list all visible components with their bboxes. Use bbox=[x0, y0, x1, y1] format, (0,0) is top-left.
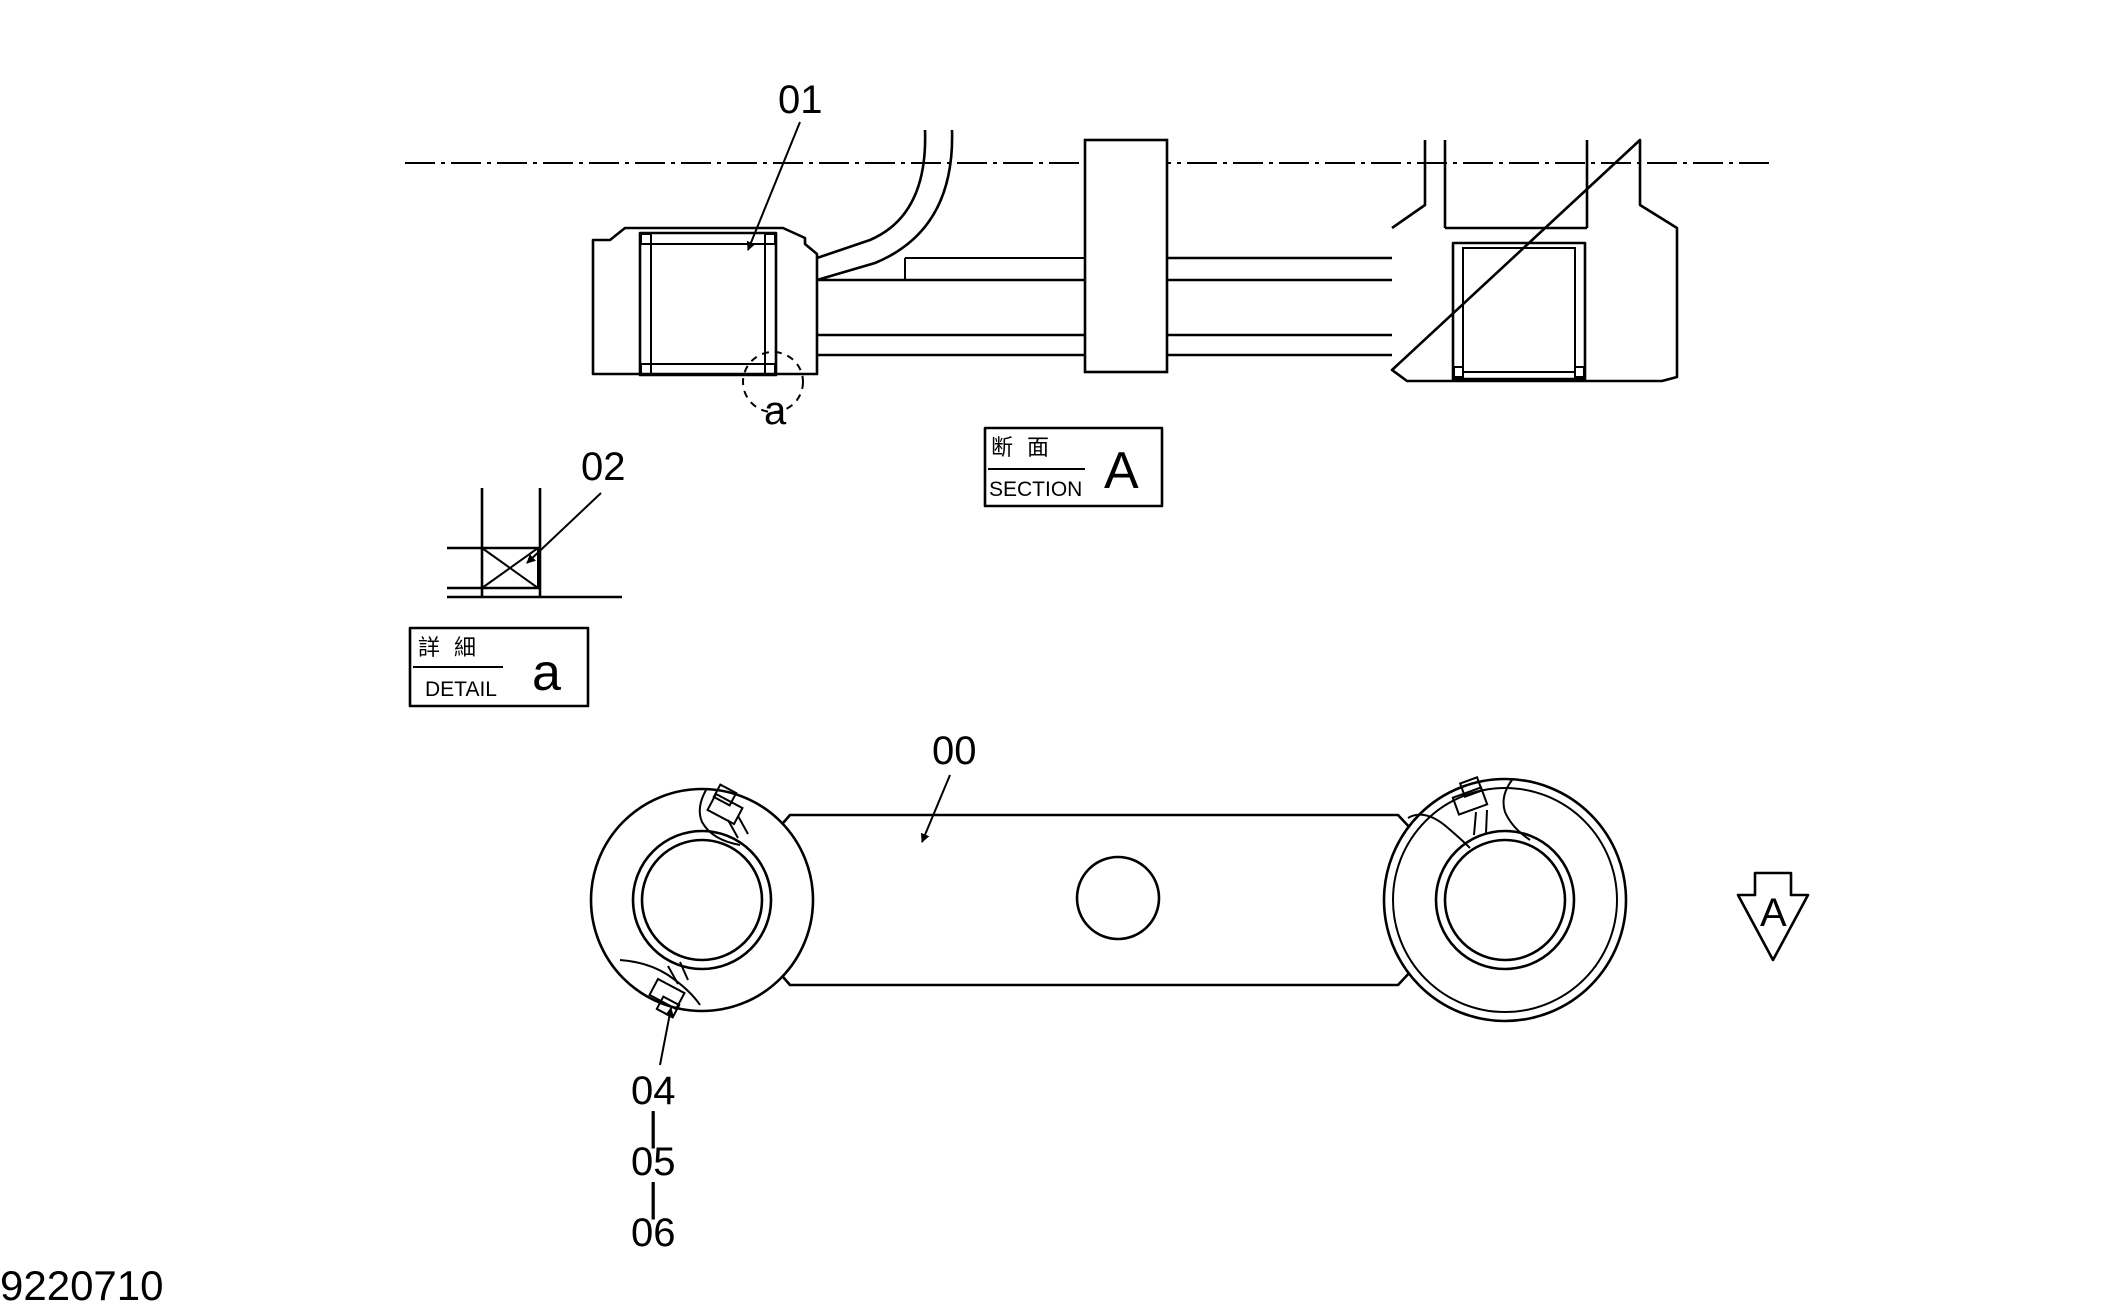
seal-ring-br bbox=[764, 363, 776, 375]
seal-ring-bl bbox=[640, 363, 652, 375]
callout-05: 05 bbox=[631, 1140, 676, 1184]
bushing-right-inner bbox=[1462, 247, 1576, 373]
callout-00: 00 bbox=[932, 729, 977, 773]
section-a-label-en: SECTION bbox=[989, 478, 1082, 501]
seal-ring-tr bbox=[764, 233, 776, 245]
right-eye-bushing bbox=[1434, 829, 1576, 971]
callout-06: 06 bbox=[631, 1211, 676, 1255]
detail-a-label-en: DETAIL bbox=[425, 678, 497, 701]
leader-00 bbox=[920, 774, 951, 843]
left-eye-bore bbox=[640, 838, 764, 962]
bushing-01-inner bbox=[650, 243, 766, 365]
detail-a-view: 02 詳細 DETAIL a bbox=[408, 445, 626, 708]
detail-a-label: 詳細 DETAIL a bbox=[408, 626, 590, 708]
callout-separator: | bbox=[648, 1105, 658, 1149]
leader-01 bbox=[746, 121, 801, 251]
left-eye-break bbox=[619, 959, 701, 1006]
seal-ring bbox=[1453, 366, 1464, 378]
detail-a-marker-circle bbox=[742, 351, 804, 413]
right-boss bbox=[1390, 138, 1679, 383]
left-eye-bushing bbox=[631, 829, 773, 971]
detail-a-label-jp: 詳細 bbox=[418, 636, 490, 661]
grease-fitting-04 bbox=[648, 961, 689, 1019]
arm-body-00 bbox=[775, 813, 1414, 987]
callout-separator: | bbox=[648, 1176, 658, 1220]
right-eye-outer bbox=[1382, 777, 1628, 1023]
curved-tube-inner bbox=[816, 129, 927, 260]
middle-block bbox=[1083, 138, 1169, 374]
seal-ring bbox=[1574, 366, 1585, 378]
right-eye-break bbox=[1502, 779, 1531, 841]
left-boss bbox=[591, 226, 819, 376]
detail-a-label-letter: a bbox=[532, 644, 561, 702]
section-a-view: a 01 断面 SECTION A bbox=[405, 78, 1770, 508]
plan-view: 00 04 | 05 | 06 A bbox=[589, 729, 1810, 1255]
section-a-label: 断面 SECTION A bbox=[983, 426, 1164, 508]
center-hole bbox=[1075, 855, 1161, 941]
right-eye-bore bbox=[1443, 838, 1567, 962]
curved-tube-outer bbox=[816, 129, 954, 282]
leader-04 bbox=[659, 1007, 674, 1066]
right-eye-break bbox=[1407, 813, 1471, 849]
callout-02: 02 bbox=[581, 445, 626, 489]
section-a-label-letter: A bbox=[1104, 442, 1139, 500]
right-eye-groove bbox=[1392, 787, 1618, 1013]
callout-04: 04 bbox=[631, 1069, 676, 1113]
callout-01: 01 bbox=[778, 78, 823, 122]
section-a-label-jp: 断面 bbox=[991, 436, 1063, 461]
bushing-01 bbox=[638, 231, 778, 377]
grease-fitting-top-right bbox=[1451, 776, 1489, 836]
left-eye-break bbox=[698, 789, 741, 846]
seal-02 bbox=[481, 547, 539, 589]
view-direction-arrow-a: A bbox=[1736, 871, 1810, 962]
leader-02 bbox=[526, 492, 602, 564]
view-arrow-letter: A bbox=[1760, 891, 1787, 935]
detail-a-marker-letter: a bbox=[764, 389, 787, 433]
left-eye-outer bbox=[589, 787, 815, 1013]
grease-fitting-top-left bbox=[706, 783, 749, 839]
drawing-number: 9220710 bbox=[0, 1262, 164, 1309]
bushing-right bbox=[1451, 241, 1587, 381]
seal-ring-tl bbox=[640, 233, 652, 245]
